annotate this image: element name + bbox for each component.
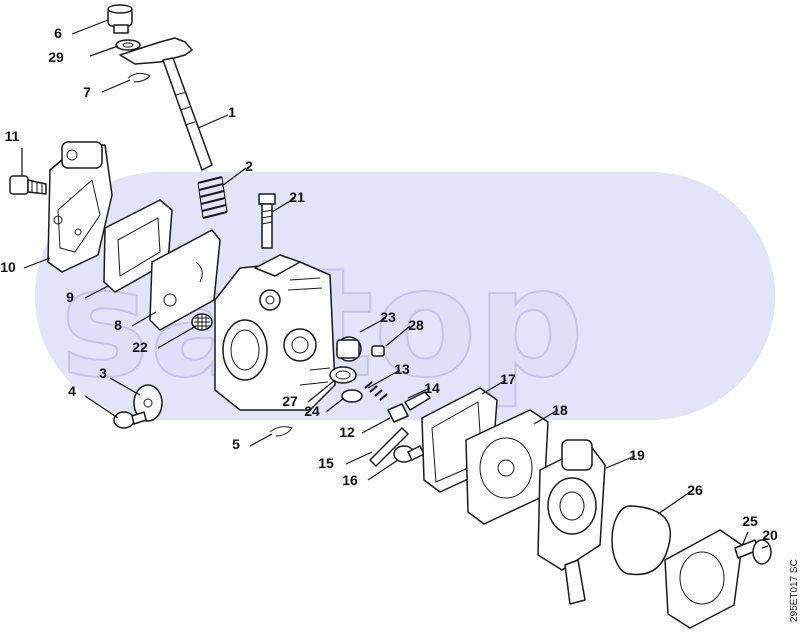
callout-leader-17 (481, 379, 507, 395)
part-6-cap (107, 4, 133, 34)
callout-label-6: 6 (54, 25, 62, 41)
callout-leader-7 (101, 79, 131, 93)
callout-label-19: 19 (629, 447, 645, 463)
callout-leader-20 (761, 545, 769, 549)
callout-label-25: 25 (742, 513, 758, 529)
callout-leader-5 (249, 433, 273, 447)
callout-label-14: 14 (424, 380, 440, 396)
callout-label-3: 3 (99, 365, 107, 381)
callout-leader-16 (367, 459, 399, 481)
part-25-flange (664, 529, 743, 629)
part-16-screw (393, 445, 425, 463)
part-2-spring (197, 176, 228, 219)
part-lever-arm (119, 37, 193, 65)
callout-leader-24 (325, 397, 345, 413)
callout-leader-3 (109, 377, 141, 396)
callout-leader-23 (359, 317, 387, 333)
callout-label-22: 22 (132, 339, 148, 355)
callout-leader-21 (271, 197, 296, 213)
callout-leader-18 (533, 409, 559, 425)
callout-label-23: 23 (380, 309, 396, 325)
callout-label-9: 9 (66, 289, 74, 305)
part-4-screw (113, 411, 147, 429)
callout-label-13: 13 (394, 361, 410, 377)
drawing-code: 295ET017 SC (789, 559, 800, 622)
callout-label-12: 12 (339, 424, 355, 440)
part-3-plate (133, 384, 163, 422)
callout-leader-12 (361, 417, 391, 434)
callout-label-27: 27 (282, 393, 298, 409)
callout-label-17: 17 (500, 371, 516, 387)
callout-leader-19 (605, 455, 636, 469)
part-5-clip (269, 426, 293, 437)
callout-leader-8 (131, 311, 157, 327)
part-19-pump-cover (537, 439, 606, 605)
part-7-clip (127, 72, 151, 83)
callout-leader-13 (367, 369, 401, 389)
callout-label-8: 8 (114, 317, 122, 333)
callout-label-10: 10 (0, 259, 16, 275)
part-15-pin (369, 427, 409, 467)
part-27-oring (329, 366, 357, 384)
callout-label-11: 11 (5, 128, 20, 144)
callout-leader-28 (385, 325, 411, 347)
callout-label-20: 20 (762, 527, 778, 543)
part-13-spring (364, 381, 388, 401)
part-1-throttle-shaft (162, 57, 213, 171)
callout-leader-25 (741, 531, 749, 547)
callout-label-29: 29 (48, 49, 64, 65)
part-14-lever (404, 391, 431, 411)
callout-label-24: 24 (304, 403, 320, 419)
part-11-screw (9, 175, 47, 195)
callout-leader-26 (657, 489, 694, 515)
carburetor-body (214, 254, 336, 411)
callout-leader-4 (84, 395, 119, 419)
callout-label-16: 16 (342, 472, 358, 488)
part-12-needle (387, 403, 409, 423)
callout-leader-9 (84, 285, 109, 299)
part-10-cover (47, 141, 113, 273)
callout-leader-6 (71, 19, 109, 35)
callout-leader-15 (345, 451, 373, 465)
callout-label-18: 18 (552, 402, 568, 418)
callout-leader-27 (307, 379, 336, 403)
callout-label-5: 5 (232, 436, 240, 452)
part-21-adjust-screw (258, 193, 276, 249)
callout-leader-2 (221, 167, 247, 187)
callout-leader-14 (407, 387, 431, 399)
part-24-seal (341, 389, 363, 403)
part-26-primer-bulb (611, 505, 672, 576)
callout-leader-22 (157, 325, 197, 349)
callout-leader-29 (89, 45, 119, 57)
callout-label-7: 7 (83, 84, 91, 100)
callout-leader-10 (23, 257, 51, 269)
callout-label-21: 21 (289, 189, 305, 205)
callout-label-26: 26 (687, 482, 703, 498)
part-29-washer (115, 39, 141, 51)
callout-label-28: 28 (408, 317, 424, 333)
part-23-fitting (336, 336, 362, 362)
callout-leader-1 (197, 114, 229, 129)
callout-label-15: 15 (318, 455, 334, 471)
callout-label-4: 4 (68, 383, 76, 399)
callout-label-1: 1 (228, 104, 236, 120)
part-28-plug (371, 345, 385, 357)
callout-label-2: 2 (245, 158, 253, 174)
